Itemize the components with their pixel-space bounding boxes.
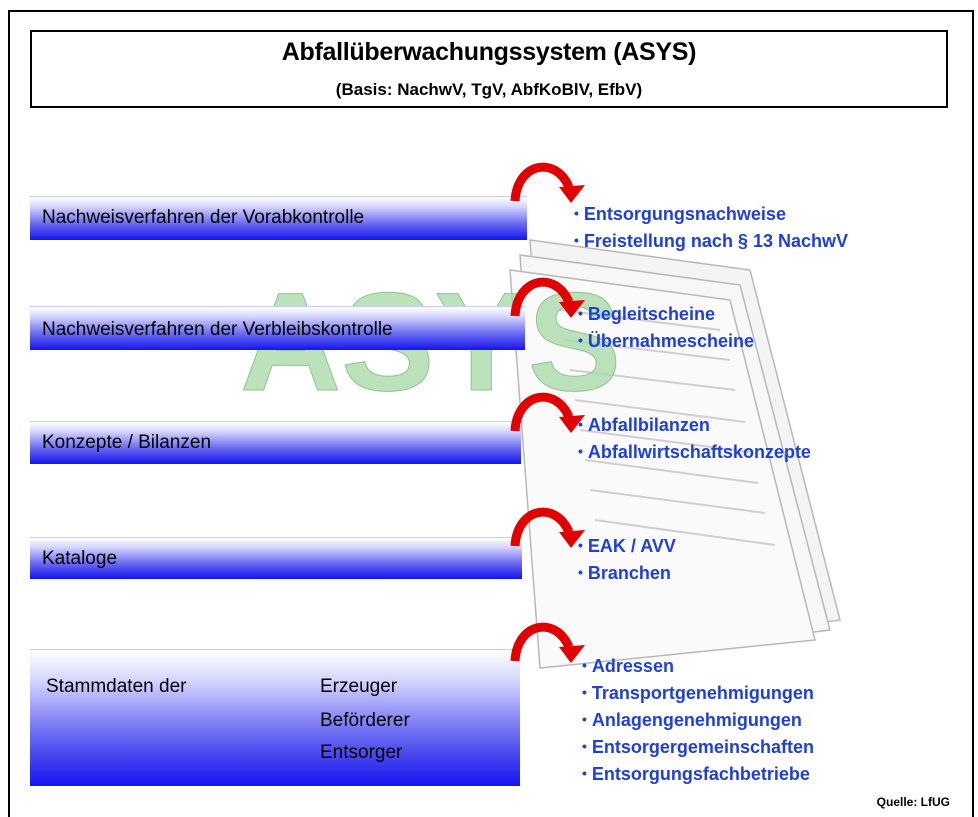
bar-vorabkontrolle: Nachweisverfahren der Vorabkontrolle [30,196,527,240]
curved-arrow-icon [510,162,585,203]
curved-arrow-icon [510,277,585,318]
stammdaten-type-erzeuger: Erzeuger [320,676,398,697]
outer-frame-left [8,10,10,817]
title-box: Abfallüberwachungssystem (ASYS) (Basis: … [30,30,948,108]
list-item: •Abfallbilanzen [578,415,710,435]
source-note: Quelle: LfUG [876,795,950,809]
list-item: •Entsorgungsnachweise [574,204,786,224]
bar-label-stammdaten: Stammdaten der [46,676,187,697]
curved-arrow-icon [510,622,585,663]
list-item: •Begleitscheine [578,304,715,324]
bar-verbleibskontrolle: Nachweisverfahren der Verbleibskontrolle [30,306,525,350]
bar-label-verbleibskontrolle: Nachweisverfahren der Verbleibskontrolle [42,319,393,340]
list-item: •Abfallwirtschaftskonzepte [578,442,811,462]
page-subtitle: (Basis: NachwV, TgV, AbfKoBlV, EfbV) [335,80,643,99]
list-item: •Branchen [578,563,671,583]
stammdaten-type-befoerderer: Beförderer [320,710,410,731]
list-item: •Freistellung nach § 13 NachwV [574,231,848,251]
bar-label-kataloge: Kataloge [42,548,118,569]
outer-frame-right [972,10,974,817]
bar-label-konzepte-bilanzen: Konzepte / Bilanzen [42,432,212,453]
bar-kataloge: Kataloge [30,537,522,579]
list-item: •EAK / AVV [578,536,676,556]
outer-frame-top [8,10,974,12]
page-title: Abfallüberwachungssystem (ASYS) [281,38,697,66]
bar-label-vorabkontrolle: Nachweisverfahren der Vorabkontrolle [42,207,365,228]
list-item: •Übernahmescheine [578,331,754,351]
list-item: •Adressen [582,656,674,676]
stammdaten-type-entsorger: Entsorger [320,742,403,763]
bar-konzepte-bilanzen: Konzepte / Bilanzen [30,421,521,464]
curved-arrow-icon [510,507,585,548]
bar-stammdaten: Stammdaten der Erzeuger Beförderer Entso… [30,649,520,786]
list-item: •Entsorgergemeinschaften [582,737,814,757]
curved-arrow-icon [510,392,585,433]
list-item: •Entsorgungsfachbetriebe [582,764,810,784]
list-item: •Anlagengenehmigungen [582,710,802,730]
list-item: •Transportgenehmigungen [582,683,814,703]
